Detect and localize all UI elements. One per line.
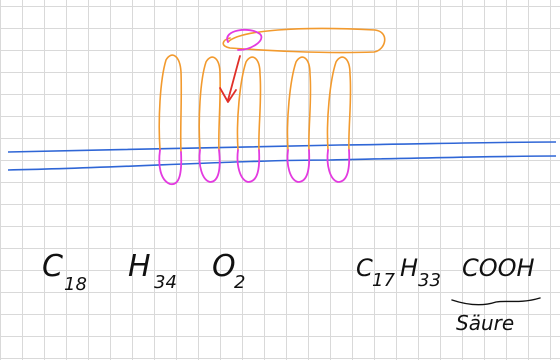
formula-right: C 17 H 33 COOH Säure <box>356 254 541 335</box>
formula-left-o-subscript: 2 <box>234 272 245 293</box>
lipid-tail-top-bundle <box>222 27 386 54</box>
lipid-heads <box>158 28 351 185</box>
lipid-tail-2 <box>198 56 221 151</box>
formula-left-c-subscript: 18 <box>64 274 87 295</box>
membrane-lower-line <box>7 155 557 171</box>
lipid-head-5 <box>326 149 351 183</box>
formula-right-c-subscript: 17 <box>372 270 395 291</box>
lipid-head-2 <box>198 149 221 183</box>
lipid-tail-5 <box>326 56 352 151</box>
red-arrow-icon <box>219 55 241 103</box>
formula-left-h: H <box>128 249 151 284</box>
formula-right-h-subscript: 33 <box>418 270 441 291</box>
lipid-head-top <box>226 28 263 51</box>
lipid-tail-1 <box>158 54 183 153</box>
lipid-head-4 <box>286 149 311 183</box>
lipid-tail-3 <box>236 56 262 151</box>
lipid-tail-4 <box>286 56 312 151</box>
formula-right-h: H <box>400 254 418 282</box>
formula-left-h-subscript: 34 <box>154 272 177 293</box>
formula-left-o: O <box>212 249 236 284</box>
lipid-head-3 <box>236 149 261 183</box>
underbrace-icon <box>451 297 541 306</box>
formula-left: C 18 H 34 O 2 <box>42 249 245 295</box>
membrane-upper-line <box>7 141 557 153</box>
lipid-tails <box>158 27 386 153</box>
lipid-head-1 <box>158 149 183 185</box>
formula-right-label: Säure <box>456 311 514 335</box>
formula-left-c: C <box>42 249 63 284</box>
formula-right-c: C <box>356 254 373 282</box>
formula-right-group: COOH <box>462 254 535 282</box>
